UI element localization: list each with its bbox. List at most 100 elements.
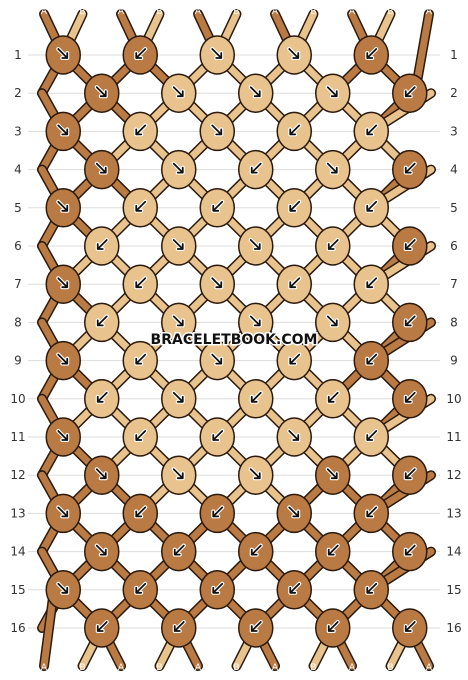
- knot: [122, 493, 158, 534]
- knot: [238, 73, 274, 113]
- top-strand-label: B: [233, 7, 239, 17]
- knot: [122, 570, 158, 610]
- arrow-down-left-icon: [135, 277, 147, 289]
- row-label-left: 8: [14, 315, 22, 329]
- row-label-right: 15: [446, 583, 461, 597]
- arrow-down-left-icon: [96, 239, 108, 250]
- knot: [199, 417, 235, 457]
- bottom-strand-label: B: [156, 663, 162, 673]
- bottom-strand-label: B: [310, 663, 316, 673]
- top-strand-label: A: [272, 7, 279, 17]
- arrow-down-right-icon: [326, 86, 338, 98]
- knot: [161, 455, 197, 495]
- knot: [45, 188, 81, 228]
- knot: [392, 455, 428, 495]
- knot: [45, 340, 81, 381]
- row-label-left: 2: [14, 86, 22, 100]
- top-strand-label: A: [118, 7, 125, 17]
- row-label-right: 10: [446, 392, 461, 406]
- row-label-right: 12: [446, 468, 461, 482]
- knot: [122, 340, 158, 381]
- arrow-down-right-icon: [326, 162, 338, 174]
- arrow-down-left-icon: [135, 582, 147, 594]
- knot: [276, 111, 312, 152]
- arrow-down-right-icon: [95, 162, 107, 174]
- top-strand-label: B: [156, 7, 162, 17]
- knot: [315, 226, 351, 266]
- arrow-down-right-icon: [211, 48, 223, 59]
- top-strand-label: A: [426, 7, 433, 17]
- arrow-down-left-icon: [173, 544, 185, 556]
- knot: [315, 455, 351, 495]
- arrow-down-left-icon: [404, 391, 416, 403]
- row-label-left: 16: [10, 621, 25, 635]
- watermark-text: BRACELETBOOK.COM: [151, 332, 318, 348]
- arrow-down-left-icon: [96, 621, 108, 632]
- knot: [392, 73, 428, 113]
- arrow-down-right-icon: [211, 124, 223, 136]
- knot-grid: [45, 35, 428, 648]
- knot: [45, 264, 81, 304]
- arrow-down-left-icon: [366, 200, 378, 212]
- arrow-down-left-icon: [289, 124, 301, 136]
- top-strand-label: A: [195, 7, 202, 17]
- arrow-down-left-icon: [366, 430, 378, 441]
- arrow-down-left-icon: [404, 621, 416, 632]
- bottom-strand-label: A: [426, 663, 433, 673]
- knot: [199, 340, 235, 381]
- knot: [315, 302, 351, 343]
- arrow-down-left-icon: [366, 506, 378, 518]
- arrow-down-right-icon: [211, 277, 223, 289]
- arrow-down-left-icon: [212, 430, 224, 441]
- arrow-down-right-icon: [57, 582, 69, 594]
- row-label-right: 8: [450, 315, 458, 329]
- knot: [238, 149, 274, 190]
- knot: [353, 35, 389, 75]
- knot: [392, 379, 428, 419]
- arrow-down-left-icon: [366, 124, 378, 136]
- row-label-right: 14: [446, 545, 461, 559]
- arrow-down-left-icon: [404, 239, 416, 250]
- row-label-right: 13: [446, 506, 461, 520]
- knot: [238, 455, 274, 495]
- top-strand-label: B: [387, 7, 393, 17]
- knot: [199, 188, 235, 228]
- knot: [84, 73, 120, 113]
- arrow-down-right-icon: [249, 239, 261, 250]
- arrow-down-left-icon: [135, 506, 147, 518]
- arrow-down-right-icon: [57, 277, 69, 289]
- knot: [392, 226, 428, 266]
- knot: [161, 531, 197, 572]
- row-label-right: 2: [450, 86, 458, 100]
- knot: [315, 531, 351, 572]
- top-strand-label: A: [41, 7, 48, 17]
- knot: [84, 302, 120, 343]
- row-label-right: 7: [450, 277, 458, 291]
- arrow-down-right-icon: [57, 506, 69, 518]
- row-label-left: 13: [10, 506, 25, 520]
- knot: [353, 340, 389, 381]
- row-label-right: 3: [450, 124, 458, 138]
- arrow-down-right-icon: [288, 430, 300, 441]
- knot: [315, 73, 351, 113]
- row-label-left: 7: [14, 277, 22, 291]
- knot: [392, 149, 428, 190]
- arrow-down-left-icon: [366, 353, 378, 365]
- arrow-down-left-icon: [404, 468, 416, 480]
- knot: [84, 608, 120, 648]
- arrow-down-left-icon: [135, 430, 147, 441]
- knot: [392, 608, 428, 648]
- knot: [315, 379, 351, 419]
- arrow-down-left-icon: [135, 200, 147, 212]
- knot: [161, 73, 197, 113]
- bottom-strand-label: A: [195, 663, 202, 673]
- knot: [199, 493, 235, 534]
- arrow-down-right-icon: [95, 86, 107, 98]
- knot: [238, 608, 274, 648]
- knot: [276, 188, 312, 228]
- knot: [161, 302, 197, 343]
- arrow-down-right-icon: [172, 86, 184, 98]
- arrow-down-right-icon: [172, 162, 184, 174]
- knot: [161, 226, 197, 266]
- arrow-down-left-icon: [250, 391, 262, 403]
